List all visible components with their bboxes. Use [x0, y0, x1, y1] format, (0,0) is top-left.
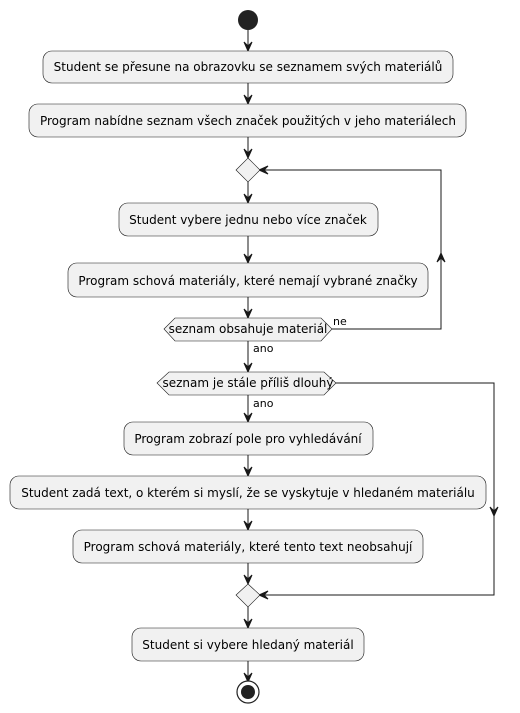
- loop-back-label: ne: [333, 315, 347, 328]
- activity-6: Student zadá text, o kterém si myslí, že…: [9, 475, 487, 510]
- edges: [243, 30, 499, 684]
- activity-5: Program zobrazí pole pro vyhledávání: [123, 421, 374, 456]
- branch-merge-node: [235, 583, 261, 608]
- activity-8: Student si vybere hledaný materiál: [131, 627, 365, 662]
- activity-1: Student se přesune na obrazovku se sezna…: [42, 50, 454, 84]
- activity-7-label: Program schová materiály, které tento te…: [84, 540, 413, 554]
- activity-2-label: Program nabídne seznam všech značek použ…: [40, 114, 456, 128]
- activity-4-label: Program schová materiály, které nemají v…: [78, 274, 417, 288]
- activity-8-label: Student si vybere hledaný materiál: [142, 638, 353, 652]
- loop-exit-label: ano: [253, 342, 274, 355]
- activity-3: Student vybere jednu nebo více značek: [118, 202, 379, 237]
- loop-condition: seznam obsahuje materiál: [163, 317, 333, 342]
- end-node: [236, 680, 260, 704]
- branch-condition-label: seznam je stále příliš dlouhý: [163, 376, 334, 390]
- branch-yes-label: ano: [253, 397, 274, 410]
- activity-6-label: Student zadá text, o kterém si myslí, že…: [21, 486, 475, 500]
- activity-3-label: Student vybere jednu nebo více značek: [129, 213, 367, 227]
- activity-4: Program schová materiály, které nemají v…: [67, 262, 429, 298]
- activity-1-label: Student se přesune na obrazovku se sezna…: [54, 60, 443, 74]
- start-node: [238, 10, 258, 30]
- branch-condition: seznam je stále příliš dlouhý: [156, 371, 337, 396]
- activity-5-label: Program zobrazí pole pro vyhledávání: [134, 432, 362, 446]
- activity-2: Program nabídne seznam všech značek použ…: [28, 103, 467, 138]
- activity-7: Program schová materiály, které tento te…: [72, 529, 424, 564]
- loop-condition-label: seznam obsahuje materiál: [169, 322, 328, 336]
- loop-merge-node: [235, 157, 261, 183]
